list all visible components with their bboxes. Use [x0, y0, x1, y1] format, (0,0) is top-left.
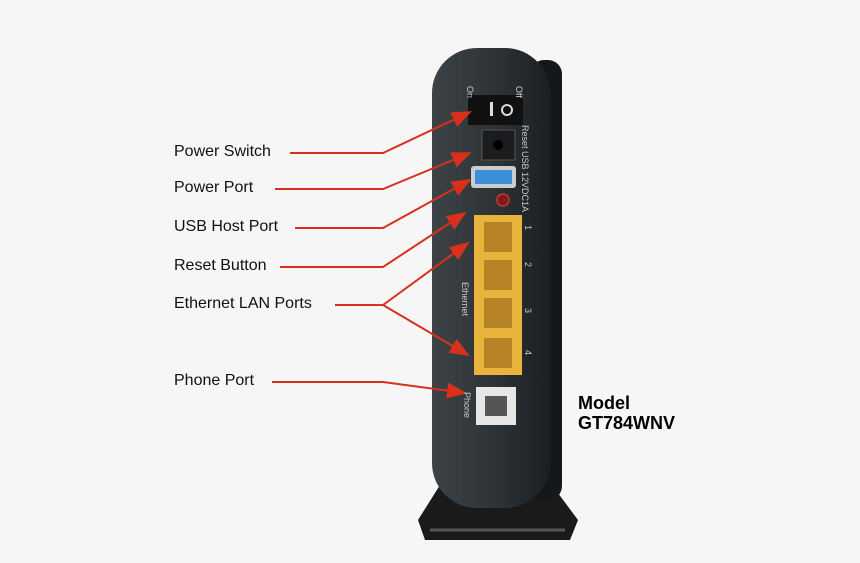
port-2-label: 2: [523, 262, 533, 268]
on-label: On: [465, 86, 475, 99]
ethernet-label: Ethernet: [460, 282, 470, 317]
model-label: Model: [578, 393, 630, 413]
port-1-label: 1: [523, 225, 533, 231]
model-number: GT784WNV: [578, 413, 676, 433]
usb-port: [471, 166, 516, 188]
reset-button: [496, 193, 510, 207]
phone-port: [476, 387, 516, 425]
port-4-label: 4: [523, 350, 533, 356]
power-port: [481, 129, 516, 161]
label-power-port: Power Port: [174, 179, 254, 196]
label-reset-button: Reset Button: [174, 257, 267, 274]
port-3-label: 3: [523, 308, 533, 314]
side-label: Reset USB 12VDC1A: [520, 125, 530, 213]
label-usb-host-port: USB Host Port: [174, 218, 279, 235]
ethernet-ports: [474, 215, 522, 375]
off-label: Off: [514, 86, 524, 98]
callout-arrows: [272, 111, 472, 399]
phone-label: Phone: [462, 392, 472, 419]
label-phone-port: Phone Port: [174, 372, 255, 389]
label-ethernet-lan-ports: Ethernet LAN Ports: [174, 295, 312, 312]
label-power-switch: Power Switch: [174, 143, 271, 160]
power-switch: [468, 95, 523, 125]
